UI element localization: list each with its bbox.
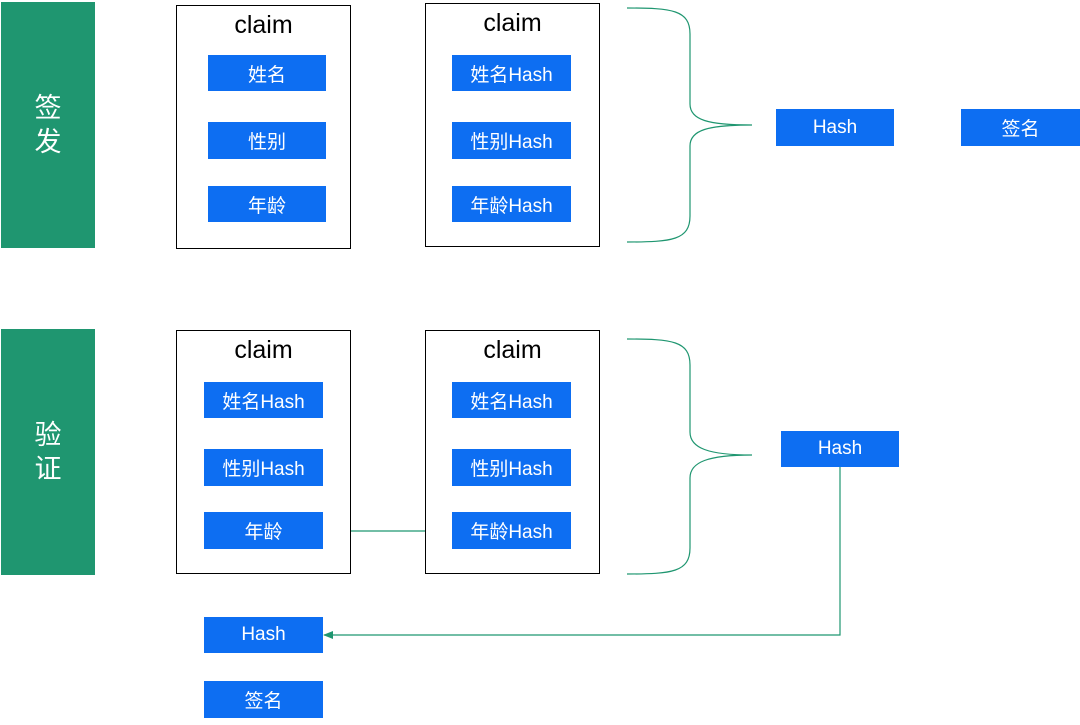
verify-stage-bar: 验证 (1, 329, 95, 575)
issue-left-name-field: 姓名 (208, 55, 326, 91)
verify-right-age-hash-field: 年龄Hash (452, 512, 571, 549)
issue-left-age-field: 年龄 (208, 186, 326, 222)
issue-claim-left-title: claim (234, 11, 293, 39)
issue-brace (626, 7, 753, 243)
verify-left-age-field: 年龄 (204, 512, 323, 549)
verify-claim-right-title: claim (483, 336, 542, 364)
issue-right-age-hash-field: 年龄Hash (452, 186, 571, 222)
verify-hash-box: Hash (781, 431, 899, 467)
verify-claim-left-title: claim (234, 336, 293, 364)
verify-right-name-hash-field: 姓名Hash (452, 382, 571, 418)
issue-right-name-hash-field: 姓名Hash (452, 55, 571, 91)
verify-left-gender-hash-field: 性别Hash (204, 449, 323, 486)
verify-left-name-hash-field: 姓名Hash (204, 382, 323, 418)
issue-left-gender-field: 性别 (208, 122, 326, 159)
issue-stage-bar: 签发 (1, 2, 95, 248)
issue-hash-box: Hash (776, 109, 894, 146)
issue-right-gender-hash-field: 性别Hash (452, 122, 571, 159)
issue-signature-box: 签名 (961, 109, 1080, 146)
issue-claim-right-title: claim (483, 9, 542, 37)
hash-compare-arrow (323, 467, 841, 639)
verify-right-gender-hash-field: 性别Hash (452, 449, 571, 486)
verify-brace (626, 338, 753, 575)
verify-signature-box: 签名 (204, 681, 323, 718)
verify-result-hash-box: Hash (204, 617, 323, 653)
verify-stage-label: 验证 (34, 420, 62, 484)
issue-stage-label: 签发 (34, 93, 62, 157)
